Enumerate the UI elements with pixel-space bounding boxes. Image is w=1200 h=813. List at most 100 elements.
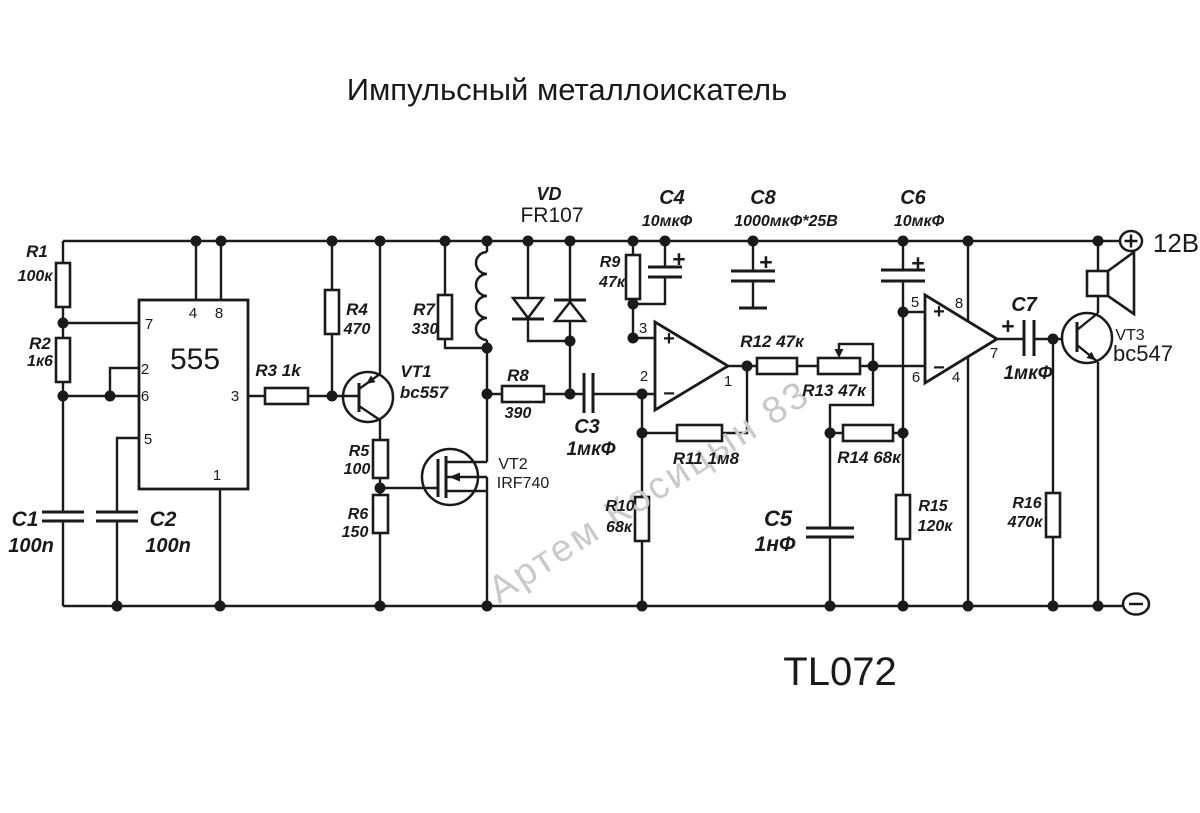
timer-pin2-label: 2 [141,361,149,378]
timer-pin6-label: 6 [141,388,149,405]
resistors [54,253,1062,543]
timer-555-body [137,298,250,491]
vt3-leads [1076,312,1099,363]
search-coil [474,250,488,342]
c3-ref-label: C3 [574,416,600,438]
speaker-icon [1085,249,1136,317]
vt3-emitter-arrow-icon [1086,351,1096,361]
transistor-vt3 [1060,311,1114,365]
r9-value-label: 47к [598,274,626,291]
speaker-magnet [1085,269,1110,298]
transistor-vt1 [341,370,395,424]
r11-label: R11 1м8 [673,449,740,468]
opamp1-pin3-label: 3 [639,320,647,337]
r12-label: R12 47к [740,332,805,351]
r1-ref-label: R1 [26,242,48,261]
r5-ref-label: R5 [349,443,371,460]
timer-pin-wires [194,241,359,606]
r7-value-label: 330 [412,321,439,338]
opamp1-pin1-label: 1 [724,373,732,390]
r10-ref-label: R10 [605,498,634,515]
c4-polarity-plus: + [672,246,685,272]
plus-icon [1124,234,1138,248]
supply-voltage-label: 12В [1153,228,1199,258]
resistor-r5 [371,438,390,480]
c4-value-label: 10мкФ [642,213,693,230]
resistor-r16 [1044,491,1062,539]
vd-ref-label: VD [536,184,561,204]
opamp2-pin4-label: 4 [952,369,960,386]
c6-polarity-plus: + [911,250,924,276]
r1-value-label: 100к [18,268,54,285]
opamp2-pin7-label: 7 [990,345,998,362]
resistor-r15 [894,493,912,541]
timer-555-label: 555 [170,343,220,376]
r2-value-label: 1к6 [27,353,53,370]
capacitor-c6 [881,268,925,283]
resistor-r2 [54,336,72,384]
opamp2-pin8-label: 8 [955,295,963,312]
potentiometer-r13 [816,356,862,376]
opamp2-pin5-label: 5 [911,294,919,311]
c3-value-label: 1мкФ [566,439,615,460]
resistor-r4 [323,288,341,336]
opamp1-body [653,319,731,413]
diode-pair-vd [510,296,588,323]
vt2-gate-channel [436,456,448,498]
resistor-r7 [436,293,454,341]
c2-value-label: 100n [145,535,191,557]
r14-label: R14 68к [837,448,902,467]
vt1-value-label: bc557 [400,383,450,402]
vd-value-label: FR107 [520,204,583,227]
resistor-r3 [263,386,310,406]
timer-pin4-label: 4 [189,305,197,322]
terminal-negative [1121,592,1151,616]
r15-value-label: 120к [918,518,954,535]
minus-terminal-circle [1121,592,1151,616]
opamp2-body [923,292,1000,386]
diode-wires [526,241,572,394]
resistor-r8 [500,384,546,404]
r15-ref-label: R15 [918,498,948,515]
r8-value-label: 390 [505,405,532,422]
left-section-wires [61,241,139,606]
capacitor-c5 [806,526,854,539]
c1-ref-label: C1 [12,508,39,531]
vt1-emitter-arrow-icon [366,375,376,384]
vt1-ref-label: VT1 [400,362,431,381]
capacitor-c7 [1022,320,1036,356]
vt3-value-label: bc547 [1113,341,1173,366]
c2-ref-label: C2 [150,508,177,531]
r3-label: R3 1k [255,361,302,380]
r16-ref-label: R16 [1012,495,1041,512]
r10-value-label: 68к [606,519,633,536]
resistor-r10 [633,495,651,543]
c6-value-label: 10мкФ [894,213,945,230]
r6-value-label: 150 [342,524,369,541]
r2-ref-label: R2 [29,334,51,353]
r6-ref-label: R6 [348,506,369,523]
timer-pin1-label: 1 [213,467,221,484]
r4-ref-label: R4 [346,300,368,319]
resistor-r11 [675,423,724,443]
r8-ref-label: R8 [507,366,529,385]
vt2-value-label: IRF740 [497,475,550,492]
c1-value-label: 100n [8,535,54,557]
c8-value-label: 1000мкФ*25В [734,213,838,230]
vt2-arrow-icon [449,472,460,482]
capacitor-c8 [731,269,775,283]
capacitors [42,265,1036,539]
r16-value-label: 470к [1007,514,1044,531]
diode-1-icon [510,296,546,321]
capacitor-c3 [582,373,595,413]
vt3-circle [1060,311,1114,365]
r4-value-label: 470 [343,321,371,338]
r13-wiper-arrow-icon [834,349,844,358]
vt2-ref-label: VT2 [498,456,527,473]
vt3-ref-label: VT3 [1115,327,1144,344]
c5-ref-label: C5 [764,506,793,531]
r5-value-label: 100 [344,461,371,478]
r13-label: R13 47к [802,381,867,400]
resistor-r12 [755,356,799,376]
